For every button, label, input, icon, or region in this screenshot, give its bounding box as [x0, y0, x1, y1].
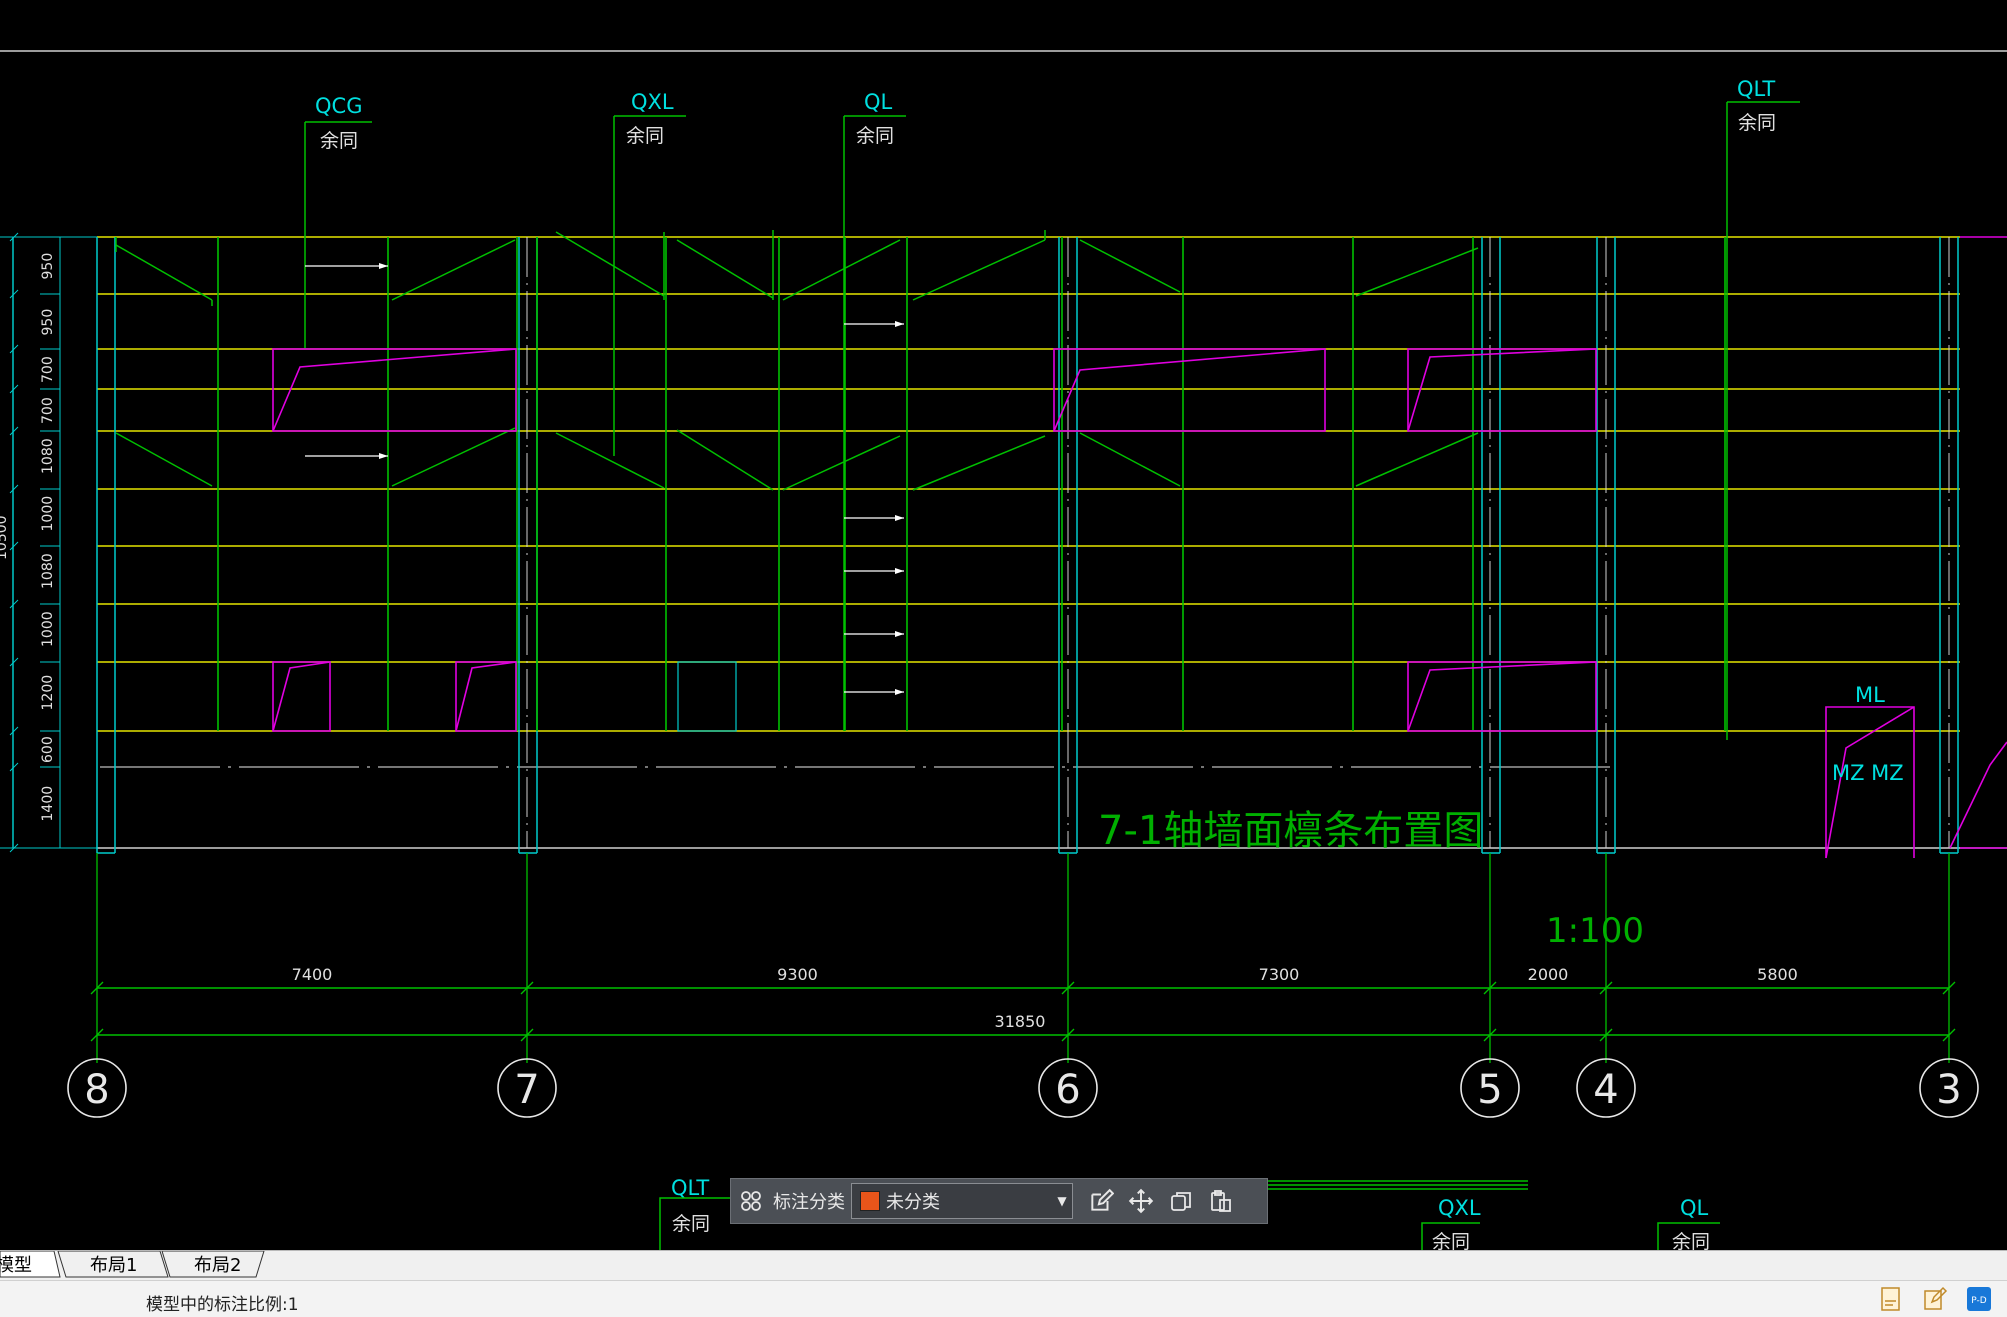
paste-icon[interactable]	[1201, 1179, 1241, 1223]
vertical-dim-3: 700	[40, 397, 56, 424]
annotation-category-label: 标注分类	[773, 1192, 845, 1213]
bottom-label-same-1: 余同	[672, 1213, 710, 1235]
annotation-toolbar: 标注分类 未分类 ▼	[730, 1178, 1268, 1224]
svg-text:P-D: P-D	[1971, 1296, 1986, 1306]
vertical-total-dim: 10500	[0, 515, 10, 560]
vertical-dim-10: 1400	[40, 786, 56, 822]
label-ml: ML	[1855, 683, 1885, 707]
label-ql: QL	[864, 90, 893, 114]
axis-bubble-4: 4	[1576, 1058, 1636, 1118]
label-same-1: 余同	[320, 130, 358, 152]
vertical-dim-9: 600	[40, 736, 56, 763]
layout-tabs-bar: 模型 布局1 布局2	[0, 1250, 2007, 1280]
vertical-dim-5: 1000	[40, 496, 56, 532]
axis-bubble-7: 7	[497, 1058, 557, 1118]
axis-label-6: 6	[1055, 1067, 1080, 1113]
axis-bubble-5: 5	[1460, 1058, 1520, 1118]
axis-label-8: 8	[84, 1067, 109, 1113]
axis-label-3: 3	[1936, 1067, 1961, 1113]
vertical-dim-0: 950	[40, 253, 56, 280]
label-same-3: 余同	[856, 125, 894, 147]
bay-dim-1: 9300	[777, 965, 818, 984]
cad-drawing[interactable]: QCG QXL QL QLT ML MZ MZ QLT QXL QL 余同 余同…	[0, 0, 2007, 1250]
grid-icon[interactable]	[731, 1179, 771, 1223]
tab-layout2[interactable]: 布局2	[161, 1251, 265, 1278]
label-qxl: QXL	[631, 90, 674, 114]
bay-dim-0: 7400	[292, 965, 333, 984]
drawing-title: 7-1轴墙面檩条布置图	[1098, 808, 1483, 854]
axis-label-7: 7	[514, 1067, 539, 1113]
label-same-4: 余同	[1738, 112, 1776, 134]
bottom-label-same-2: 余同	[1432, 1231, 1470, 1250]
axis-bubble-6: 6	[1038, 1058, 1098, 1118]
bay-dim-4: 5800	[1757, 965, 1798, 984]
drawing-canvas[interactable]: QCG QXL QL QLT ML MZ MZ QLT QXL QL 余同 余同…	[0, 0, 2007, 1250]
bay-dim-2: 7300	[1259, 965, 1300, 984]
chevron-down-icon: ▼	[1057, 1194, 1067, 1208]
vertical-dim-6: 1080	[40, 553, 56, 589]
label-mz: MZ MZ	[1832, 761, 1904, 785]
tab-model-label: 模型	[0, 1255, 32, 1276]
axis-label-4: 4	[1593, 1067, 1618, 1113]
tab-layout1-label: 布局1	[90, 1255, 137, 1276]
annotation-scale-status: 模型中的标注比例:1	[146, 1295, 299, 1315]
tab-model[interactable]: 模型	[0, 1251, 61, 1278]
vertical-dim-2: 700	[40, 356, 56, 383]
bottom-label-qlt: QLT	[671, 1176, 709, 1200]
vertical-dim-8: 1200	[40, 675, 56, 711]
vertical-dim-1: 950	[40, 309, 56, 336]
copy-icon[interactable]	[1161, 1179, 1201, 1223]
markup-icon[interactable]	[1922, 1286, 1948, 1312]
label-same-2: 余同	[626, 125, 664, 147]
label-qcg: QCG	[315, 94, 362, 118]
bottom-label-same-3: 余同	[1672, 1231, 1710, 1250]
annotation-category-select[interactable]: 未分类 ▼	[851, 1183, 1073, 1219]
edit-icon[interactable]	[1081, 1179, 1121, 1223]
tab-layout1[interactable]: 布局1	[57, 1251, 169, 1278]
category-selected-value: 未分类	[886, 1192, 940, 1213]
bottom-label-ql: QL	[1680, 1196, 1709, 1220]
plugin-icon[interactable]: P-D	[1966, 1286, 1992, 1312]
vertical-dim-4: 1080	[40, 438, 56, 474]
bottom-label-qxl: QXL	[1438, 1196, 1481, 1220]
tab-layout2-label: 布局2	[194, 1255, 241, 1276]
drawing-scale: 1:100	[1546, 911, 1644, 951]
pdf-export-icon[interactable]	[1878, 1286, 1904, 1312]
axis-bubble-8: 8	[67, 1058, 127, 1118]
status-bar: 模型中的标注比例:1 P-D	[0, 1280, 2007, 1317]
move-icon[interactable]	[1121, 1179, 1161, 1223]
vertical-dim-7: 1000	[40, 611, 56, 647]
category-color-swatch	[860, 1191, 880, 1211]
bay-dim-3: 2000	[1528, 965, 1569, 984]
label-qlt: QLT	[1737, 77, 1775, 101]
axis-bubble-3: 3	[1919, 1058, 1979, 1118]
axis-label-5: 5	[1477, 1067, 1502, 1113]
total-dim: 31850	[995, 1012, 1046, 1031]
